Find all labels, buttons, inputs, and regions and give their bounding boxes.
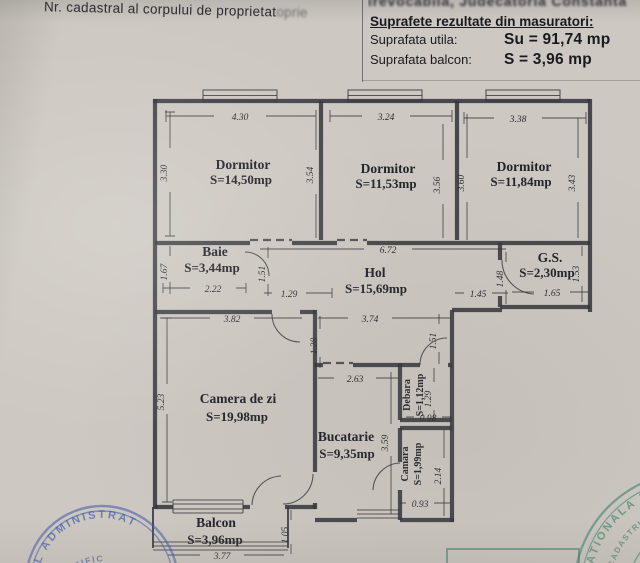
room-area-bucatarie: S=9,35mp	[319, 446, 374, 461]
camara-door-arc	[372, 462, 401, 491]
dim-label: 1.67	[160, 262, 170, 280]
dim-label: 3.24	[377, 113, 395, 123]
header-vertical-divider	[362, 0, 363, 82]
dim-label: 1.51	[429, 333, 439, 350]
room-area-dormitor-3: S=11,84mp	[490, 174, 551, 189]
measurements-title: Suprafete rezultate din masuratori:	[370, 14, 594, 29]
measurement-row-balcon: Suprafata balcon: S = 3,96 mp	[370, 51, 636, 69]
room-area-dormitor-2: S=11,53mp	[355, 176, 416, 191]
room-name-dormitor-2: Dormitor	[361, 161, 416, 176]
room-name-camara: Camara	[400, 447, 411, 482]
debara-door-arc	[419, 337, 448, 366]
blue-stamp-arc-text: UL ADMINISTRAT	[29, 509, 136, 563]
balcony-railing	[153, 541, 288, 551]
dim-label: 1.28	[310, 337, 320, 354]
dim-label: 2.63	[347, 375, 364, 385]
room-area-hol: S=15,69mp	[345, 281, 407, 296]
gs-door-arc	[501, 259, 535, 295]
room-name-hol: Hol	[364, 265, 385, 280]
room-name-baie: Baie	[202, 244, 228, 259]
top-window-boxes	[202, 89, 561, 102]
dim-label: 1.29	[424, 390, 434, 407]
dim-label: 3.30	[160, 164, 170, 182]
dimension-labels-vertical: 3.30 3.54 3.56 3.60 3.43 1.67 1.51 1.48 …	[157, 164, 582, 543]
dim-label: 1.53	[572, 265, 582, 282]
balcony-walls	[152, 507, 289, 548]
measurement-label: Suprafata utila:	[370, 32, 458, 47]
dim-label: 3.74	[361, 315, 379, 325]
dim-label: 1.48	[496, 270, 506, 287]
dashed-openings	[250, 238, 367, 365]
room-name-dormitor-1: Dormitor	[216, 157, 271, 172]
dim-label: 0.98	[420, 414, 437, 424]
kitchen-door-arc	[282, 473, 314, 505]
dim-label: 3.60	[457, 174, 467, 192]
green-stamp-arc-text: A NATIONALA DE CAD	[581, 479, 640, 563]
dim-label: 1.45	[470, 290, 487, 300]
dim-label: 2.22	[205, 285, 222, 295]
blue-round-stamp: UL ADMINISTRAT CERTIFIC	[27, 504, 177, 563]
dimension-lines	[160, 110, 588, 556]
svg-text:UL ADMINISTRAT: UL ADMINISTRAT	[29, 509, 139, 563]
room-area-balcon: S=3,96mp	[187, 532, 242, 547]
window-hatches	[172, 499, 400, 519]
green-round-stamp: A NATIONALA DE CAD DE CADASTRU SI P	[576, 479, 640, 563]
room-area-debara: S=1,12mp	[415, 373, 426, 416]
room-name-bucatarie: Bucatarie	[318, 429, 374, 444]
dim-label: 3.59	[381, 434, 391, 452]
room-area-camara: S=1,99mp	[413, 442, 424, 485]
dim-label: 3.56	[433, 176, 443, 194]
room-name-balcon: Balcon	[196, 515, 236, 530]
dim-label: 3.38	[509, 115, 527, 125]
dim-label: 5.23	[157, 393, 167, 410]
balcony-door-arc	[251, 475, 282, 506]
measurement-row-utila: Suprafata utila: Su = 91,74 mp	[370, 31, 636, 49]
dim-label: 3.54	[306, 166, 316, 184]
dim-label: 3.77	[213, 552, 232, 562]
measurement-value: S = 3,96 mp	[504, 51, 592, 68]
dim-label: 4.30	[232, 113, 249, 123]
blue-stamp-inner-text: CERTIFIC	[55, 553, 103, 563]
dim-label: 0.93	[412, 500, 429, 510]
dim-label: 1.29	[281, 290, 298, 300]
measurement-label: Suprafata balcon:	[370, 52, 472, 67]
dim-label: 3.82	[223, 315, 241, 325]
rect-stamp-outline	[446, 548, 580, 563]
room-area-camera-de-zi: S=19,98mp	[206, 409, 268, 424]
dim-label: 6.72	[380, 246, 397, 256]
room-labels: Dormitor S=14,50mp Dormitor S=11,53mp Do…	[184, 157, 574, 547]
measurement-value: Su = 91,74 mp	[504, 31, 611, 48]
court-ruling-text: irevocabila, Judecatoria Constanta	[368, 0, 628, 9]
room-area-baie: S=3,44mp	[184, 260, 239, 275]
room-name-debara: Debara	[402, 379, 413, 411]
measurements-table: Suprafete rezultate din masuratori: Supr…	[370, 14, 636, 69]
room-name-gs: G.S.	[538, 250, 563, 265]
dimension-labels-horizontal: 4.30 3.24 3.38 2.22 1.29 6.72 3.74 1.45 …	[205, 113, 561, 562]
dim-label: 1.51	[258, 266, 268, 283]
bathroom-door-arc	[244, 251, 270, 277]
svg-text:A NATIONALA DE CAD: A NATIONALA DE CAD	[581, 479, 640, 563]
header-horizontal-divider	[362, 80, 640, 81]
dim-label: 1.05	[281, 526, 291, 543]
court-ruling-strip: irevocabila, Judecatoria Constanta	[368, 0, 640, 11]
svg-text:CERTIFIC: CERTIFIC	[55, 553, 104, 563]
room-area-gs: S=2,30mp	[519, 265, 574, 280]
room-area-dormitor-1: S=14,50mp	[210, 172, 272, 187]
dim-label: 2.14	[434, 467, 444, 484]
dim-label: 1.65	[544, 289, 561, 299]
dim-label: 3.43	[568, 174, 578, 192]
room-name-camera-de-zi: Camera de zi	[200, 391, 277, 406]
room-name-dormitor-3: Dormitor	[497, 159, 552, 174]
